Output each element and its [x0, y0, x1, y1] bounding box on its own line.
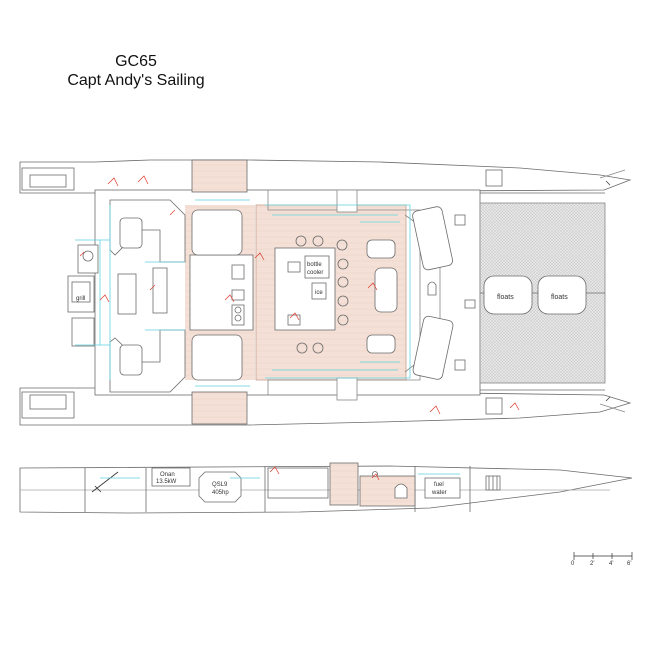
- fwd-lounge-cushion-bottom: [412, 315, 454, 380]
- starboard-hull-outline: [19, 387, 632, 426]
- plan-view: [19, 159, 632, 426]
- red-dimension-marks: [79, 175, 520, 415]
- onan-kw-label: 13.5kW: [156, 479, 177, 485]
- qsl9-engine: [198, 471, 242, 503]
- scale-tick-4: 4': [609, 561, 613, 567]
- scale-tick-2: 2': [590, 561, 594, 567]
- float-left-label: floats: [497, 294, 514, 301]
- profile-view: [19, 462, 633, 514]
- title-block: GC65 Capt Andy's Sailing: [0, 52, 272, 90]
- bottle-label: bottle: [307, 262, 322, 268]
- fuel-label: fuel: [434, 482, 444, 488]
- onan-generator: [151, 467, 191, 487]
- profile-red-marks: [269, 466, 380, 481]
- float-locker-left: [483, 275, 533, 315]
- ice-label: ice: [315, 290, 323, 296]
- onan-label: Onan: [160, 472, 175, 478]
- float-locker-right: [537, 275, 587, 315]
- profile-cyan-lines: [100, 473, 460, 479]
- fuel-water-tank: [424, 477, 461, 499]
- cooler-label: cooler: [307, 270, 323, 276]
- fwd-lounge-cushion-top: [412, 206, 453, 271]
- float-right-label: floats: [551, 294, 568, 301]
- water-label: water: [431, 490, 447, 496]
- scale-bar: [573, 552, 633, 560]
- scale-tick-0: 0: [571, 561, 575, 567]
- boat-model-title: GC65: [115, 53, 157, 70]
- grill-label: grill: [76, 296, 85, 302]
- cyan-detail-lines: [75, 199, 411, 387]
- operator-name: Capt Andy's Sailing: [67, 72, 205, 89]
- scale-tick-6: 6': [627, 561, 631, 567]
- aft-settee-top: [109, 199, 186, 263]
- port-hull-outline: [19, 159, 632, 194]
- aft-settee-bottom: [109, 329, 186, 393]
- bar-stools: [295, 235, 349, 354]
- qsl9-label: QSL9: [212, 482, 228, 488]
- qsl9-hp-label: 405hp: [212, 490, 229, 496]
- hull-profile-outline: [19, 465, 633, 514]
